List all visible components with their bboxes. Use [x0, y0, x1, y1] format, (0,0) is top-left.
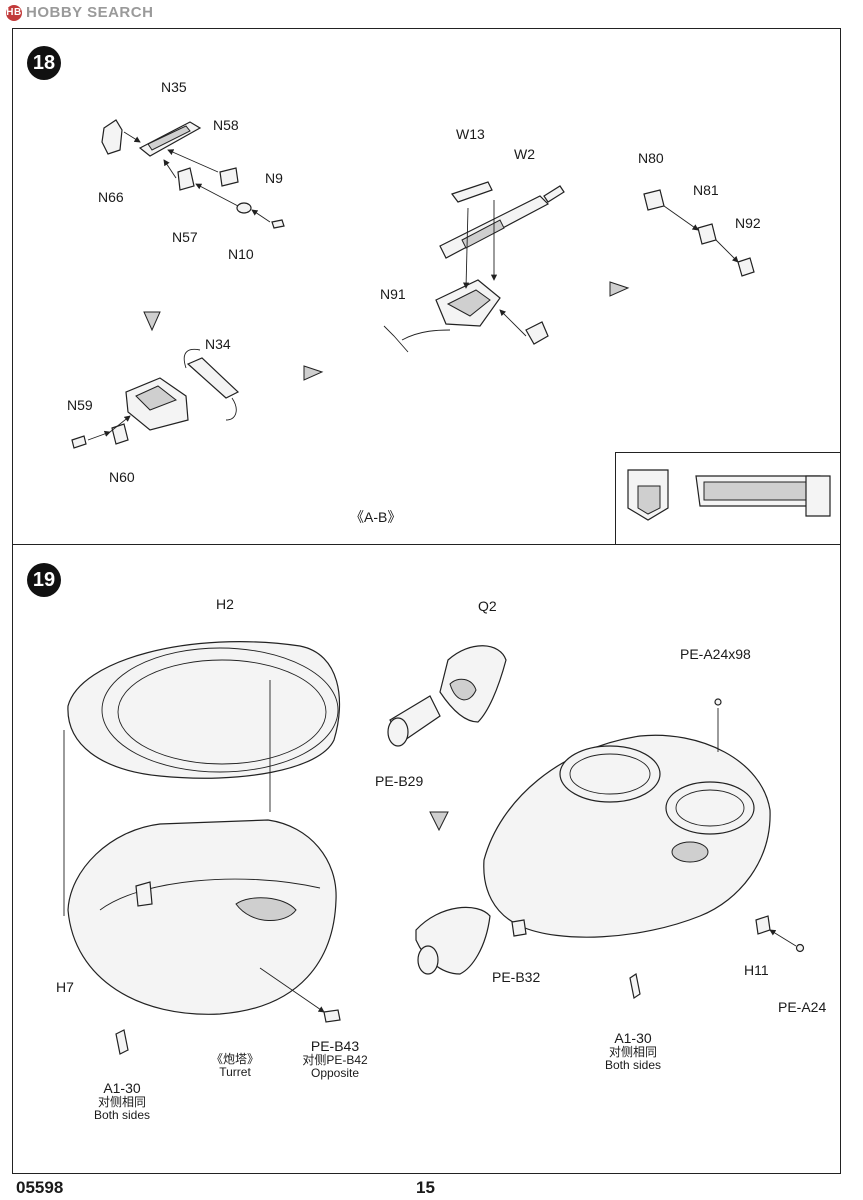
- step18-arrow-down-1: [143, 311, 161, 332]
- callout-a1-30-right: A1-30 对侧相同 Both sides: [593, 1030, 673, 1072]
- part-label-n66: N66: [98, 189, 124, 205]
- step19-arrow-down: [429, 811, 449, 832]
- hobby-search-logo-icon: HB: [6, 4, 22, 21]
- step18-assemble-arrow: [303, 365, 324, 381]
- step18-assembled-mount: [71, 348, 240, 449]
- watermark-text: HOBBY SEARCH: [26, 4, 154, 21]
- sprue-note-a-b: 《A-B》: [350, 509, 402, 525]
- part-label-n59: N59: [67, 397, 93, 413]
- callout-turret-en: Turret: [219, 1065, 251, 1079]
- callout-a1-30-left: A1-30 对侧相同 Both sides: [82, 1080, 162, 1122]
- part-label-w2: W2: [514, 146, 535, 162]
- part-label-q2: Q2: [478, 598, 497, 614]
- part-label-n58: N58: [213, 117, 239, 133]
- step18-bracket-parts: [643, 189, 755, 277]
- callout-a1-30-right-part: A1-30: [614, 1030, 652, 1046]
- callout-a1-30-left-part: A1-30: [103, 1080, 141, 1096]
- step19-turret-assembled: [415, 698, 805, 999]
- step19-turret-upper-h2: [67, 641, 341, 779]
- callout-pe-b42-cn: 对侧PE-B42: [302, 1053, 368, 1067]
- callout-pe-b43: PE-B43 对侧PE-B42 Opposite: [290, 1039, 380, 1080]
- step-divider: [12, 544, 841, 545]
- detail-inset-box: [615, 452, 841, 544]
- part-label-n57: N57: [172, 229, 198, 245]
- part-label-n34: N34: [205, 336, 231, 352]
- callout-both-sides-right: Both sides: [604, 1058, 662, 1072]
- part-label-n81: N81: [693, 182, 719, 198]
- page-frame: [12, 28, 841, 1174]
- part-label-w13: W13: [456, 126, 485, 142]
- callout-pe-b43-part: PE-B43: [310, 1038, 360, 1054]
- watermark: HB HOBBY SEARCH: [6, 4, 153, 21]
- part-label-h11: H11: [744, 962, 769, 978]
- part-label-n91: N91: [380, 286, 406, 302]
- step18-assemble-arrow-2: [609, 281, 630, 297]
- part-label-n60: N60: [109, 469, 135, 485]
- inset-detail-drawing: [627, 469, 831, 521]
- part-label-n80: N80: [638, 150, 664, 166]
- step19-turret-lower: [63, 680, 341, 1055]
- callout-both-sides-left: Both sides: [93, 1108, 151, 1122]
- callout-same-right-cn: 对侧相同: [608, 1045, 657, 1059]
- part-label-n10: N10: [228, 246, 254, 262]
- callout-turret-cn: 《炮塔》: [210, 1052, 259, 1066]
- part-label-pe-b29: PE-B29: [375, 773, 424, 789]
- part-label-pe-b32: PE-B32: [492, 969, 541, 985]
- part-label-pe-a24: PE-A24: [778, 999, 827, 1015]
- part-label-n9: N9: [265, 170, 283, 186]
- product-code: 05598: [16, 1178, 64, 1197]
- page-number: 15: [416, 1178, 435, 1197]
- part-label-n92: N92: [735, 215, 761, 231]
- part-label-h2: H2: [216, 596, 234, 612]
- callout-opposite: Opposite: [310, 1066, 360, 1080]
- callout-same-left-cn: 对侧相同: [97, 1095, 146, 1109]
- step19-q2-mantlet: [387, 645, 507, 747]
- step18-machine-gun: [383, 181, 565, 353]
- callout-turret: 《炮塔》 Turret: [200, 1053, 270, 1079]
- part-label-n35: N35: [161, 79, 187, 95]
- step18-mount-subassembly: [101, 119, 285, 229]
- part-label-h7: H7: [56, 979, 74, 995]
- part-label-pe-a24x98: PE-A24x98: [680, 646, 751, 662]
- step-number-18: 18: [27, 46, 61, 80]
- step-number-19: 19: [27, 563, 61, 597]
